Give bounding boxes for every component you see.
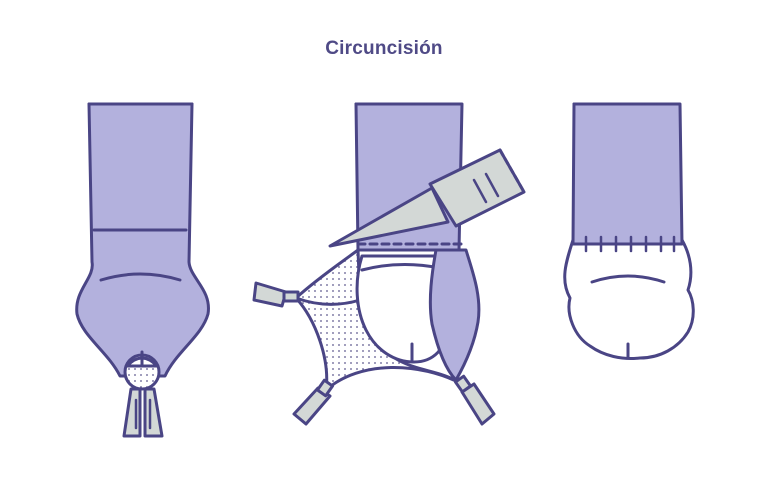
panel-before	[75, 102, 210, 438]
forceps-right-arm	[143, 387, 164, 438]
penis-shaft	[571, 102, 684, 246]
panel-after	[563, 102, 695, 360]
membrane-left	[294, 248, 362, 306]
glans-contour	[99, 272, 182, 282]
penis-shaft	[75, 102, 210, 378]
clamp-bottom-left	[292, 378, 335, 426]
clamp-left	[252, 281, 300, 308]
scalpel-grip-lines	[472, 172, 500, 204]
glans-contour	[590, 274, 666, 284]
suture-stitches	[584, 235, 676, 253]
panel-incision	[252, 102, 526, 426]
scalpel-blade	[328, 186, 450, 248]
diagram-title: Circuncisión	[325, 38, 443, 59]
forceps-left-arm	[122, 387, 142, 438]
clamp-bottom-right	[453, 374, 496, 426]
foreskin-flap-right	[428, 248, 481, 382]
glans	[563, 238, 695, 360]
scalpel	[328, 148, 526, 248]
